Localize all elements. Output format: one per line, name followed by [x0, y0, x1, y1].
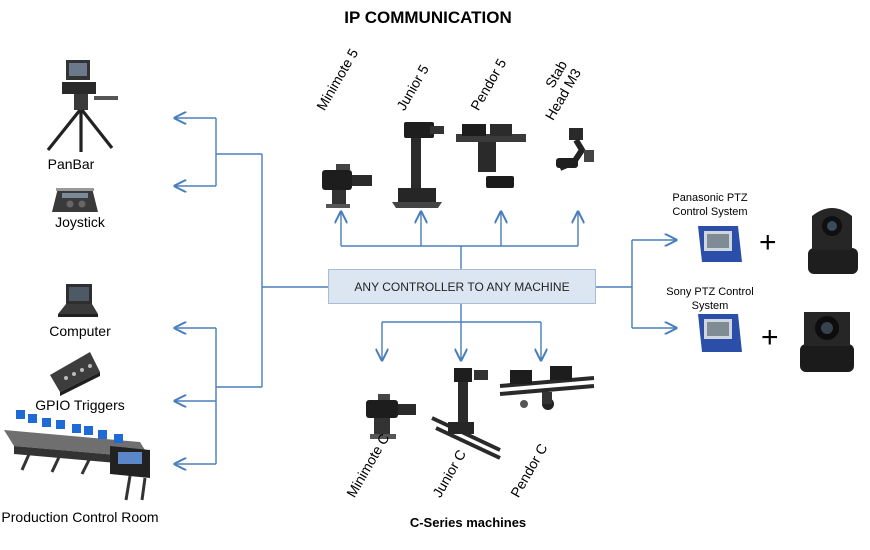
panasonic-ptz-camera-icon	[808, 208, 858, 274]
laptop-icon	[58, 284, 98, 317]
minimote-c-camera-icon	[366, 394, 416, 439]
sony-control-box-icon	[698, 314, 742, 352]
hub-box: ANY CONTROLLER TO ANY MACHINE	[328, 269, 596, 304]
controller-label-gpio: GPIO Triggers	[35, 397, 125, 413]
minimote-5-camera-icon	[322, 164, 372, 208]
hub-label: ANY CONTROLLER TO ANY MACHINE	[354, 279, 570, 294]
plus-sign-panasonic: +	[759, 226, 777, 259]
panasonic-control-box-icon	[698, 226, 742, 262]
junior-5-pedestal-icon	[392, 122, 444, 208]
connector-lines	[175, 118, 676, 464]
plus-sign-sony: +	[761, 321, 779, 354]
pendor-5-camera-icon	[456, 124, 526, 188]
stab-head-m3-icon	[556, 128, 594, 171]
controller-label-computer: Computer	[49, 323, 111, 339]
control-room-desk-icon	[4, 410, 150, 501]
controller-label-panbar: PanBar	[47, 156, 95, 172]
ptz-label-sony: Sony PTZ Control System	[666, 286, 754, 312]
controller-label-control-room: Production Control Room	[1, 509, 159, 525]
diagram-title: IP COMMUNICATION	[344, 8, 512, 27]
pendor-c-track-dolly-icon	[499, 366, 595, 410]
junior-c-track-pedestal-icon	[431, 368, 501, 460]
ptz-label-panasonic: Panasonic PTZ Control System	[672, 192, 748, 218]
gpio-panel-icon	[50, 352, 100, 396]
joystick-panel-icon	[52, 188, 98, 212]
c-series-caption: C-Series machines	[409, 515, 527, 530]
sony-ptz-camera-icon	[800, 312, 854, 372]
controller-label-joystick: Joystick	[55, 214, 105, 230]
panbar-tripod-icon	[46, 60, 118, 152]
